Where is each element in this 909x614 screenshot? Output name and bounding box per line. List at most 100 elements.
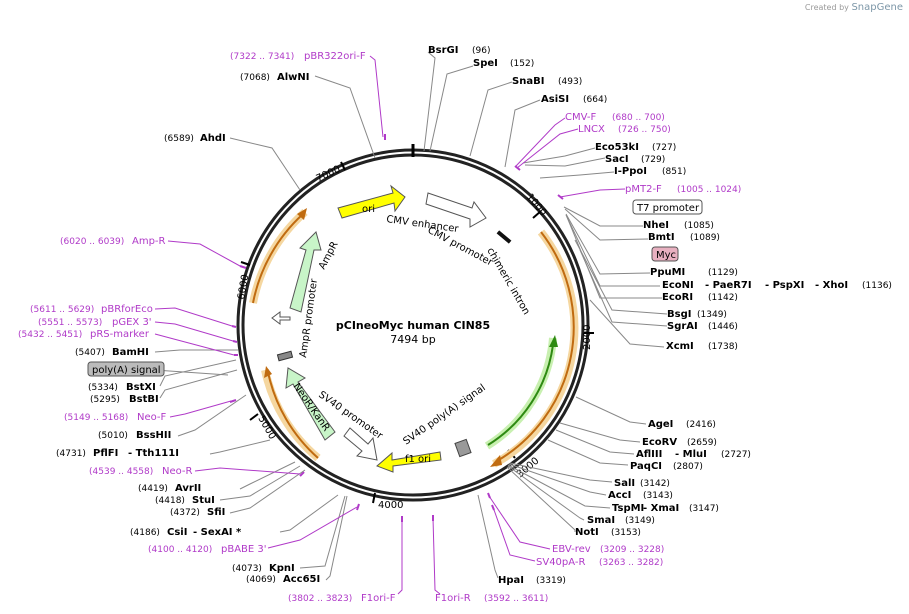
cmv-promoter-label: CMV promoter <box>426 225 496 269</box>
site-bstxi-name: BstXI <box>126 382 156 393</box>
polya-left-box <box>87 361 165 377</box>
sv40-polya-label: SV40 poly(A) signal <box>401 382 487 447</box>
site-sgrai-pos: (1446) <box>708 322 738 332</box>
site-ippoi-name: I-PpoI <box>614 166 647 177</box>
insert-orf-green <box>484 337 557 450</box>
chimeric-intron-label: chimeric intron <box>484 246 531 317</box>
site-bstbi-pos: (5295) <box>90 395 120 405</box>
primer-neo-r-pos: (4539 .. 4558) <box>89 467 153 477</box>
polya-left-label: poly(A) signal <box>92 365 161 376</box>
neor-label: NeoR/KanR <box>291 381 332 433</box>
site-eco53ki-name: Eco53kI <box>595 142 639 153</box>
site-kpni-pos: (4073) <box>232 564 262 574</box>
site-nhei-pos: (1085) <box>684 221 714 231</box>
site-ahdi-name: AhdI <box>200 133 226 144</box>
insert-orf-green-head <box>549 335 558 347</box>
myc-box <box>651 246 679 262</box>
site-xmai-name: - XmaI <box>643 503 679 514</box>
left-polya-block <box>276 350 294 362</box>
site-csii-pos: (4186) <box>130 528 160 538</box>
site-xhoi-pos: (1136) <box>862 281 892 291</box>
primer-f1ori-r-pos: (3592 .. 3611) <box>484 594 548 604</box>
site-afliii-name: AflIII <box>636 449 662 460</box>
primer-lncx-name: LNCX <box>578 124 605 135</box>
t7-promoter-label: T7 promoter <box>636 203 700 214</box>
tick-marks <box>240 161 594 504</box>
plasmid-length: 7494 bp <box>390 333 435 346</box>
left-orf-orange-upper-head <box>297 208 307 220</box>
site-alwni-pos: (7068) <box>240 73 270 83</box>
site-mlui-name: - MluI <box>675 449 707 460</box>
primer-neo-f-name: Neo-F <box>137 412 167 423</box>
cmv-enhancer-label: CMV enhancer <box>386 214 460 235</box>
primer-pbabe3-name: pBABE 3' <box>221 544 267 555</box>
plasmid-name: pCIneoMyc human CIN85 <box>336 319 490 332</box>
ampr-feature <box>289 231 322 313</box>
site-ippoi-pos: (851) <box>662 167 686 177</box>
site-sexai-name: - SexAI * <box>193 527 242 538</box>
cmv-enhancer-arrow <box>425 192 487 228</box>
site-acci-pos: (3143) <box>643 491 673 501</box>
site-bstbi-name: BstBI <box>129 394 159 405</box>
site-pspxi-name: - PspXI <box>765 280 804 291</box>
site-bstxi-pos: (5334) <box>88 383 118 393</box>
myc-label: Myc <box>656 250 676 261</box>
site-bamhi-name: BamHI <box>112 347 149 358</box>
primer-sv40pa-r-name: SV40pA-R <box>536 557 585 568</box>
ampr-promoter-arrow <box>271 311 291 325</box>
site-sgrai-name: SgrAI <box>667 321 698 332</box>
watermark-prefix: Created by <box>804 3 849 12</box>
site-paer7i-name: - PaeR7I <box>705 280 752 291</box>
site-paqci-pos: (2807) <box>673 462 703 472</box>
site-avrii-name: AvrII <box>175 483 201 494</box>
site-saci-name: SacI <box>605 154 629 165</box>
site-bsrgi-name: BsrGI <box>428 45 458 56</box>
site-agei-pos: (2416) <box>686 420 716 430</box>
left-orf-orange-lower-core <box>267 371 319 459</box>
primer-prs-marker-name: pRS-marker <box>90 329 150 340</box>
site-xcmi-pos: (1738) <box>708 342 738 352</box>
site-bmti-name: BmtI <box>648 232 675 243</box>
site-ecori-name: EcoRI <box>662 292 693 303</box>
site-xhoi-name: - XhoI <box>815 280 848 291</box>
chimeric-intron-block <box>496 230 512 244</box>
site-acc65i-pos: (4069) <box>246 575 276 585</box>
snapgene-watermark: Created by SnapGene <box>805 2 903 13</box>
primer-amp-r-pos: (6020 .. 6039) <box>60 237 124 247</box>
primer-pbr322ori-pos: (7322 .. 7341) <box>230 52 294 62</box>
site-tth111i-name: - Tth111I <box>128 448 179 459</box>
tick-label-5000: 5000 <box>255 414 277 442</box>
site-noti-pos: (3153) <box>611 528 641 538</box>
primer-pgex3-pos: (5551 .. 5573) <box>38 318 102 328</box>
site-asisi-name: AsiSI <box>541 94 569 105</box>
primer-cmv-f-pos: (680 .. 700) <box>612 113 665 123</box>
site-mlui-pos: (2727) <box>721 450 751 460</box>
site-noti-name: NotI <box>575 527 599 538</box>
ampr-label: AmpR <box>317 240 341 272</box>
insert-orf-orange-core <box>496 231 575 462</box>
site-snabi-pos: (493) <box>558 77 582 87</box>
site-xcmi-name: XcmI <box>666 341 694 352</box>
site-acci-name: AccI <box>608 490 631 501</box>
primer-pbrforeco-pos: (5611 .. 5629) <box>30 305 94 315</box>
site-pflfi-name: PflFI <box>93 448 118 459</box>
watermark-brand: SnapGene <box>851 2 903 13</box>
t7-promoter-box <box>632 199 703 215</box>
site-agei-name: AgeI <box>648 419 673 430</box>
sv40-promoter-arrow <box>343 427 378 461</box>
site-spei-name: SpeI <box>473 58 498 69</box>
site-ecorv-pos: (2659) <box>687 438 717 448</box>
site-xmai-pos: (3147) <box>689 504 719 514</box>
primer-prs-marker-pos: (5432 .. 5451) <box>18 330 82 340</box>
f1-ori-label: f1 ori <box>405 454 431 465</box>
site-sali-pos: (3142) <box>640 479 670 489</box>
site-eco53ki-pos: (727) <box>652 143 676 153</box>
site-tspmi-name: TspMI <box>612 503 644 514</box>
site-hpai-name: HpaI <box>498 575 524 586</box>
site-bsrgi-pos: (96) <box>472 46 490 56</box>
primer-pbr322ori-name: pBR322ori-F <box>304 51 366 62</box>
primer-leaders <box>154 55 626 595</box>
primer-pgex3-name: pGEX 3' <box>112 317 152 328</box>
site-bsshii-pos: (5010) <box>98 431 128 441</box>
